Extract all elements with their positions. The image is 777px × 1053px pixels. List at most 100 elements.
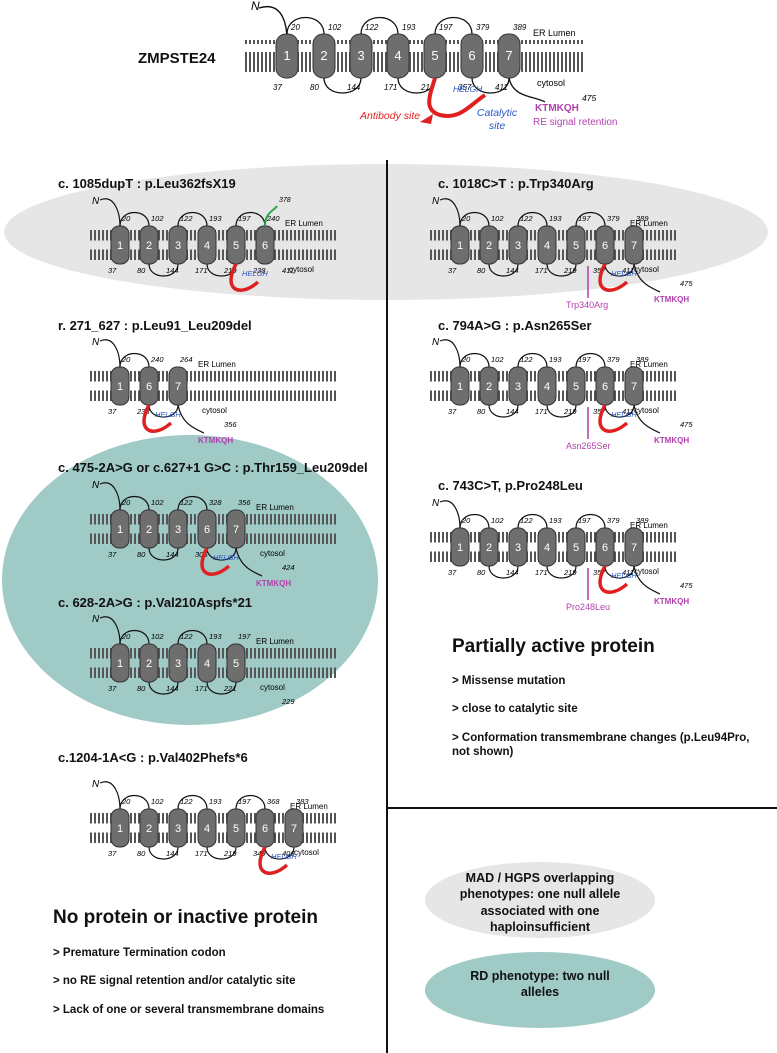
membrane-tick [158,533,160,544]
membrane-tick [294,390,296,401]
bottom-residue: 411 [495,83,508,92]
helix-label: 3 [515,381,521,393]
membrane-tick [530,390,532,401]
membrane-tick [654,532,656,543]
membrane-tick [294,249,296,260]
top-residue: 379 [607,516,620,525]
bottom-residue: 144 [166,849,179,858]
membrane-tick [662,390,664,401]
membrane-tick [166,832,168,843]
membrane-tick [334,648,336,659]
top-residue: 197 [238,632,251,641]
membrane-tick [230,390,232,401]
bottom-residue: 219 [563,266,577,275]
top-residue: 102 [491,214,504,223]
membrane-tick [674,390,676,401]
membrane-tick [470,551,472,562]
membrane-tick [674,230,676,241]
membrane-tick [90,648,92,659]
membrane-tick [330,514,332,525]
membrane-tick [478,390,480,401]
membrane-tick [274,533,276,544]
membrane-tick [190,813,192,824]
n-terminus-label: N [92,196,100,207]
membrane-tick [662,230,664,241]
loop [177,212,208,227]
top-residue: 20 [121,632,131,641]
helix-label: 5 [233,823,239,835]
membrane-tick [282,813,284,824]
membrane-tick [618,551,620,562]
top-residue: 197 [439,23,453,32]
partial-bullet-2: > close to catalytic site [452,703,578,716]
membrane-tick [270,514,272,525]
membrane-tick [498,230,500,241]
helix-label: 4 [544,240,550,252]
helgh-label: HELGH [453,84,483,94]
top-residue: 389 [636,355,649,364]
membrane-tick [474,532,476,543]
n-terminus-label: N [251,0,260,13]
membrane-tick [90,249,92,260]
membrane-tick [430,371,432,382]
membrane-tick [250,648,252,659]
membrane-tick [98,390,100,401]
membrane-tick [334,249,336,260]
membrane-tick [662,532,664,543]
membrane-tick [266,648,268,659]
top-residue: 379 [607,355,620,364]
helix-label: 1 [457,240,463,252]
membrane-tick [306,230,308,241]
membrane-tick [246,514,248,525]
membrane-tick [90,390,92,401]
loop [264,846,295,860]
membrane-tick [138,832,140,843]
membrane-tick [286,230,288,241]
membrane-tick [158,832,160,843]
membrane-tick [218,533,220,544]
membrane-tick [534,390,536,401]
membrane-tick [238,390,240,401]
membrane-tick [670,551,672,562]
bottom-residue: 144 [506,266,519,275]
helix-label: 7 [631,542,637,554]
loop [546,565,577,579]
top-residue: 389 [513,23,527,32]
membrane-tick [322,514,324,525]
c-terminal-tail [633,565,661,595]
membrane-tick [470,249,472,260]
membrane-tick [254,648,256,659]
membrane-tick [434,551,436,562]
legend-mad: MAD / HGPS overlapping phenotypes: one n… [459,871,621,934]
membrane-tick [286,249,288,260]
membrane-tick [314,667,316,678]
membrane-tick [618,390,620,401]
antibody-loop [258,846,289,875]
membrane-tick [290,371,292,382]
membrane-tick [302,533,304,544]
membrane-tick [98,533,100,544]
membrane-tick [138,533,140,544]
n-terminus-label: N [92,614,100,625]
mutation-label: Pro248Leu [566,602,610,612]
membrane-tick [446,371,448,382]
membrane-tick [102,514,104,525]
membrane-tick [262,390,264,401]
membrane-tick [158,390,160,401]
membrane-tick [670,532,672,543]
membrane-tick [218,667,220,678]
membrane-tick [310,230,312,241]
antibody-loop [200,547,231,576]
membrane-tick [130,371,132,382]
membrane-tick [302,514,304,525]
cytosol-label: cytosol [634,406,659,415]
membrane-tick [654,371,656,382]
membrane-tick [322,667,324,678]
membrane-tick [586,532,588,543]
membrane-tick [194,390,196,401]
membrane-tick [130,648,132,659]
bottom-residue: 80 [137,550,146,559]
membrane-tick [162,832,164,843]
helix-label: 7 [291,823,297,835]
lumen-label: ER Lumen [256,637,294,646]
